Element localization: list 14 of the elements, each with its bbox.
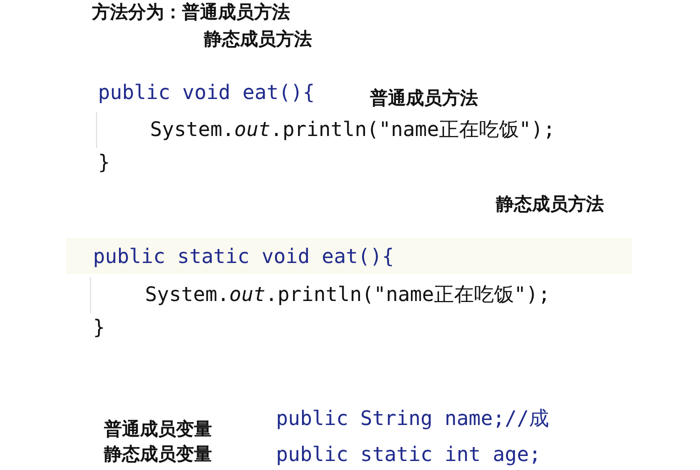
heading-text: 静态成员方法 — [204, 29, 312, 51]
annotation-text: 普通成员变量 — [104, 419, 212, 441]
code-line: } — [93, 315, 106, 339]
code-line: System.out.println("name正在吃饭"); — [145, 282, 550, 306]
code-line: public void eat(){ — [98, 80, 315, 104]
annotation-text: 静态成员方法 — [496, 194, 604, 216]
code-line: public static int age; — [276, 442, 541, 466]
code-line: System.out.println("name正在吃饭"); — [150, 117, 556, 141]
code-line: public static void eat(){ — [93, 244, 394, 268]
code-line: } — [98, 150, 110, 174]
heading-text: 方法分为：普通成员方法 — [92, 2, 290, 24]
code-line: public String name;//成 — [276, 406, 549, 430]
annotation-text: 静态成员变量 — [104, 444, 212, 466]
annotation-text: 普通成员方法 — [370, 88, 478, 110]
